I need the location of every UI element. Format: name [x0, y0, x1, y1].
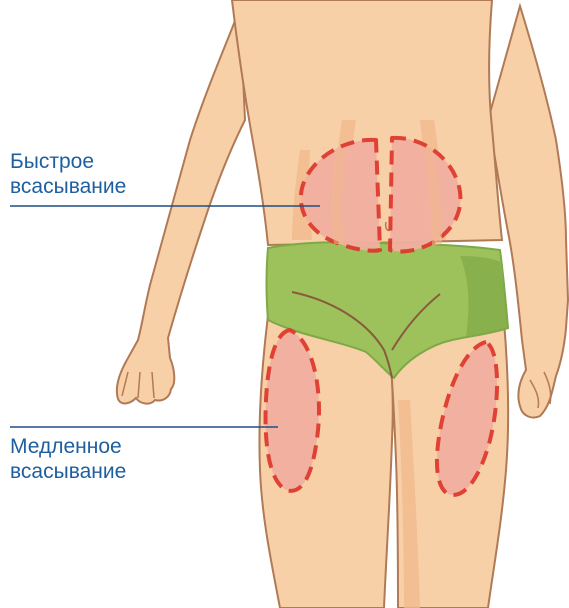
fast-absorption-label-line2: всасывание — [10, 174, 126, 199]
slow-absorption-label: Медленное всасывание — [10, 434, 126, 484]
fast-absorption-label-line1: Быстрое — [10, 149, 126, 174]
slow-absorption-label-line1: Медленное — [10, 434, 126, 459]
fast-absorption-label: Быстрое всасывание — [10, 149, 126, 199]
slow-absorption-label-line2: всасывание — [10, 459, 126, 484]
